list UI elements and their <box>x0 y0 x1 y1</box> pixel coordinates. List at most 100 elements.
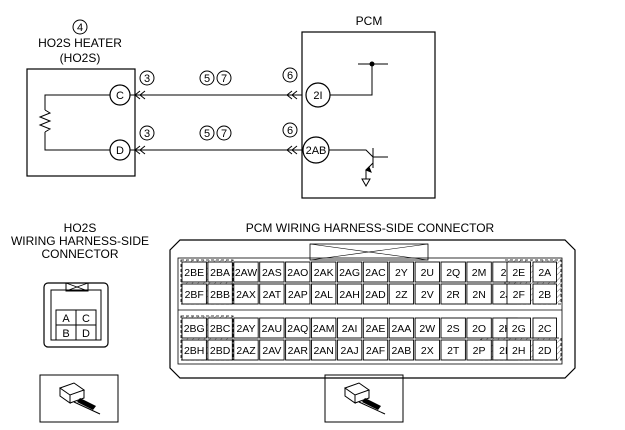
pcm-pin-cell <box>207 283 233 305</box>
pcm-pin-label: 2AU <box>262 323 282 335</box>
ho2s-pin-c: C <box>82 313 90 325</box>
pcm-pin-cell <box>259 283 285 305</box>
pcm-pin-label: 2BA <box>210 267 230 279</box>
pcm-pin-cell <box>362 283 389 305</box>
pcm-pin-label: 2AX <box>236 289 256 301</box>
ho2s-connector-body: A C B D <box>43 282 109 348</box>
pcm-pin-label: 2BE <box>184 267 204 279</box>
pcm-connector-title: PCM WIRING HARNESS-SIDE CONNECTOR <box>246 221 495 235</box>
pcm-pin-label: 2AM <box>313 323 335 335</box>
pcm-pin-label: 2AQ <box>287 323 308 335</box>
pcm-pin-cell <box>181 317 207 339</box>
wire-refs-2: 5 7 <box>199 125 232 141</box>
pcm-pin-label: 2BD <box>210 345 231 357</box>
pcm-pin-cell <box>388 283 415 305</box>
pcm-pin-label: 2L <box>499 345 511 357</box>
pcm-pin-label: 2F <box>513 289 525 301</box>
pcm-pin-label: 2AS <box>262 267 282 279</box>
sensor-terminal-d: D <box>109 139 131 161</box>
pcm-pin-label: 2U <box>421 267 434 279</box>
pcm-pin-cell <box>362 317 389 339</box>
svg-text:D: D <box>116 145 124 157</box>
sensor-ref-number: 4 <box>77 22 83 34</box>
pcm-connector-ref-1: 6 <box>282 67 298 83</box>
pcm-pin-label: 2AK <box>314 267 334 279</box>
pcm-pin-label: 2D <box>538 345 552 357</box>
pcm-pin-cell <box>414 339 440 361</box>
sensor-connector-ref-2: 3 <box>139 125 155 141</box>
ho2s-connector-title: HO2S WIRING HARNESS-SIDE CONNECTOR <box>11 221 149 261</box>
sensor-name-line1: HO2S HEATER <box>38 36 122 50</box>
svg-text:2AB: 2AB <box>306 145 327 157</box>
pcm-pin-label: 2AR <box>288 345 309 357</box>
pcm-pin-label: 2Q <box>446 267 460 279</box>
connector-symbol-sensor-2 <box>134 145 146 155</box>
pcm-pin-label: 2AF <box>366 345 385 357</box>
pcm-pin-cell <box>207 339 233 361</box>
pcm-pin-label: 2AI <box>342 323 358 335</box>
pcm-pin-label: 2AZ <box>236 345 256 357</box>
ho2s-connector-latch <box>65 282 89 292</box>
pcm-pin-cell <box>414 261 440 283</box>
svg-text:6: 6 <box>287 125 293 137</box>
connector-symbol-pcm-1 <box>286 90 298 100</box>
pcm-pin-label: 2AW <box>235 267 257 279</box>
pcm-pin-label: 2V <box>421 289 434 301</box>
sensor-terminal-c: C <box>109 84 131 106</box>
svg-text:5: 5 <box>204 73 210 85</box>
pcm-pin-label: 2Y <box>395 267 408 279</box>
pcm-internal-2i-circuit <box>330 63 388 96</box>
pcm-pin-cell <box>466 283 492 305</box>
pcm-pin-label: 2BF <box>185 289 204 301</box>
pcm-pin-cell <box>440 261 466 283</box>
pcm-pin-cell <box>532 317 557 339</box>
svg-text:7: 7 <box>221 73 227 85</box>
pcm-pin-cell <box>466 317 492 339</box>
pcm-pin-label: 2I <box>501 267 510 279</box>
pcm-pin-cell <box>362 261 389 283</box>
pcm-pin-cell <box>233 317 259 339</box>
svg-text:WIRING HARNESS-SIDE: WIRING HARNESS-SIDE <box>11 234 149 248</box>
pcm-pin-label: 2W <box>419 323 435 335</box>
sensor-connector-ref-1: 3 <box>139 70 155 86</box>
svg-text:CONNECTOR: CONNECTOR <box>41 247 118 261</box>
pcm-pin-cell <box>311 261 337 283</box>
pcm-pin-cell <box>440 339 466 361</box>
svg-text:HO2S: HO2S <box>64 221 97 235</box>
pcm-pin-cell <box>532 283 557 305</box>
sensor-label: 4 HO2S HEATER (HO2S) <box>38 19 122 65</box>
pcm-pin-cell <box>259 317 285 339</box>
pcm-pin-cell <box>336 317 363 339</box>
pcm-pin-cell <box>440 317 466 339</box>
pcm-pin-cell <box>532 261 557 283</box>
pcm-pin-label: 2AL <box>314 289 333 301</box>
pcm-pin-label: 2O <box>472 323 486 335</box>
pcm-pin-cell <box>311 339 337 361</box>
pcm-pin-cell <box>259 339 285 361</box>
pcm-pin-label: 2AD <box>365 289 386 301</box>
pcm-pin-cell <box>362 339 389 361</box>
pcm-pin-label: 2AB <box>391 345 411 357</box>
pcm-connector-body <box>169 239 576 379</box>
pcm-pin-cell <box>233 283 259 305</box>
svg-text:7: 7 <box>221 128 227 140</box>
pcm-pin-cell <box>506 283 531 305</box>
pcm-pin-label: 2AY <box>236 323 255 335</box>
pcm-pin-label: 2BB <box>210 289 230 301</box>
pcm-pin-label: 2AJ <box>341 345 359 357</box>
pcm-pin-label: 2J <box>499 289 510 301</box>
ho2s-pin-b: B <box>62 328 69 340</box>
pcm-pin-cell <box>414 317 440 339</box>
pcm-pin-cell <box>259 261 285 283</box>
connector-symbol-pcm-2 <box>286 145 298 155</box>
pcm-pin-cell <box>311 317 337 339</box>
pcm-pin-label: 2AE <box>366 323 386 335</box>
pcm-pin-cell <box>506 339 531 361</box>
pcm-pin-cell <box>285 317 311 339</box>
pcm-terminal-2i: 2I <box>305 82 331 108</box>
pcm-pin-label: 2AT <box>263 289 282 301</box>
wire-refs-1: 5 7 <box>199 70 232 86</box>
pcm-pin-cell <box>532 339 557 361</box>
